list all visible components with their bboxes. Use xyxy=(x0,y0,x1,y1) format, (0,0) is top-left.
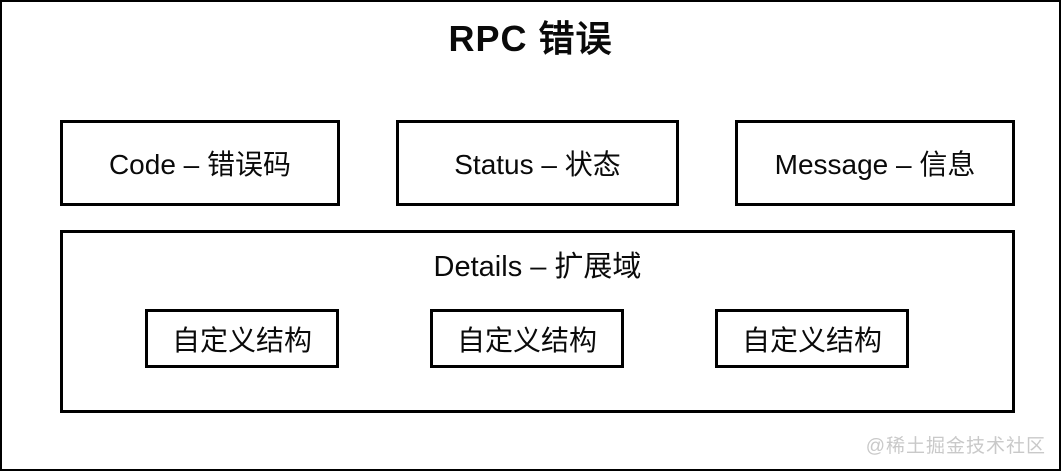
field-box-status: Status – 状态 xyxy=(396,120,679,206)
diagram-title: RPC 错误 xyxy=(448,18,613,59)
details-label: Details – 扩展域 xyxy=(433,251,642,283)
field-box-code: Code – 错误码 xyxy=(60,120,340,206)
field-box-message: Message – 信息 xyxy=(735,120,1015,206)
watermark-text: @稀土掘金技术社区 xyxy=(865,436,1046,457)
details-container: Details – 扩展域 自定义结构 自定义结构 自定义结构 xyxy=(60,230,1015,413)
detail-item-custom-structure-2: 自定义结构 xyxy=(430,309,624,368)
detail-item-custom-structure-1: 自定义结构 xyxy=(145,309,339,368)
detail-item-custom-structure-3: 自定义结构 xyxy=(715,309,909,368)
